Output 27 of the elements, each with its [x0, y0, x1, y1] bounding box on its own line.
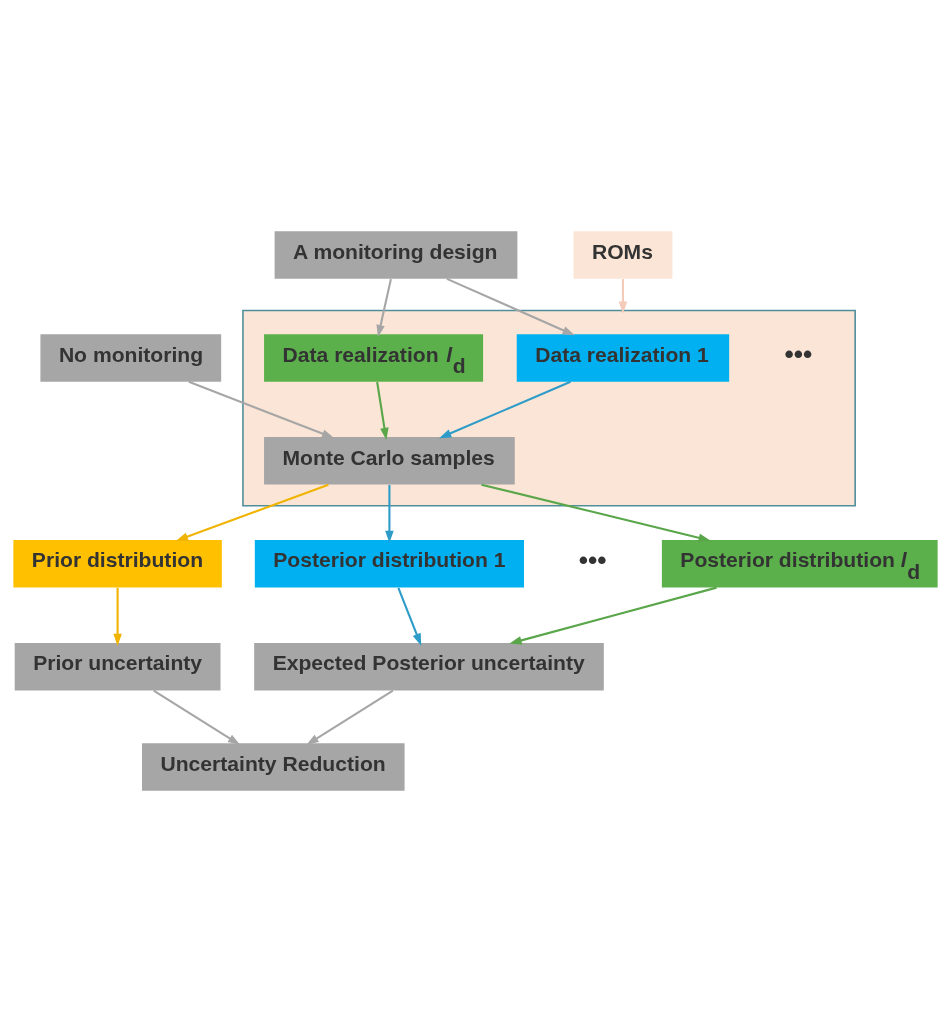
node-box: Data realization 1	[516, 333, 730, 382]
label: •••	[578, 544, 607, 575]
arrow	[306, 689, 394, 745]
arrow	[446, 277, 575, 335]
node-box: No monitoring	[40, 333, 222, 382]
node-box: Posterior distribution 1	[254, 539, 524, 588]
label: •••	[784, 338, 813, 369]
arrow	[618, 278, 628, 314]
arrow	[439, 380, 571, 438]
node-box: A monitoring design	[274, 230, 518, 279]
node-box: Prior uncertainty	[14, 642, 221, 690]
node-box: ROMs	[573, 230, 673, 279]
node-box: Uncertainty Reduction	[142, 742, 405, 791]
node-box: Prior distribution	[13, 539, 222, 588]
arrow	[153, 689, 241, 745]
arrow	[113, 587, 122, 646]
node-box: Expected Posterior uncertainty	[254, 642, 604, 690]
node-box: Monte Carlo samples	[264, 436, 515, 485]
arrow	[376, 278, 392, 337]
cluster	[242, 309, 856, 506]
arrow	[481, 483, 711, 542]
arrow	[376, 381, 389, 440]
arrow	[175, 483, 329, 541]
arrow	[385, 484, 394, 543]
arrow	[397, 586, 422, 646]
arrow	[188, 380, 335, 438]
arrow	[509, 586, 717, 645]
